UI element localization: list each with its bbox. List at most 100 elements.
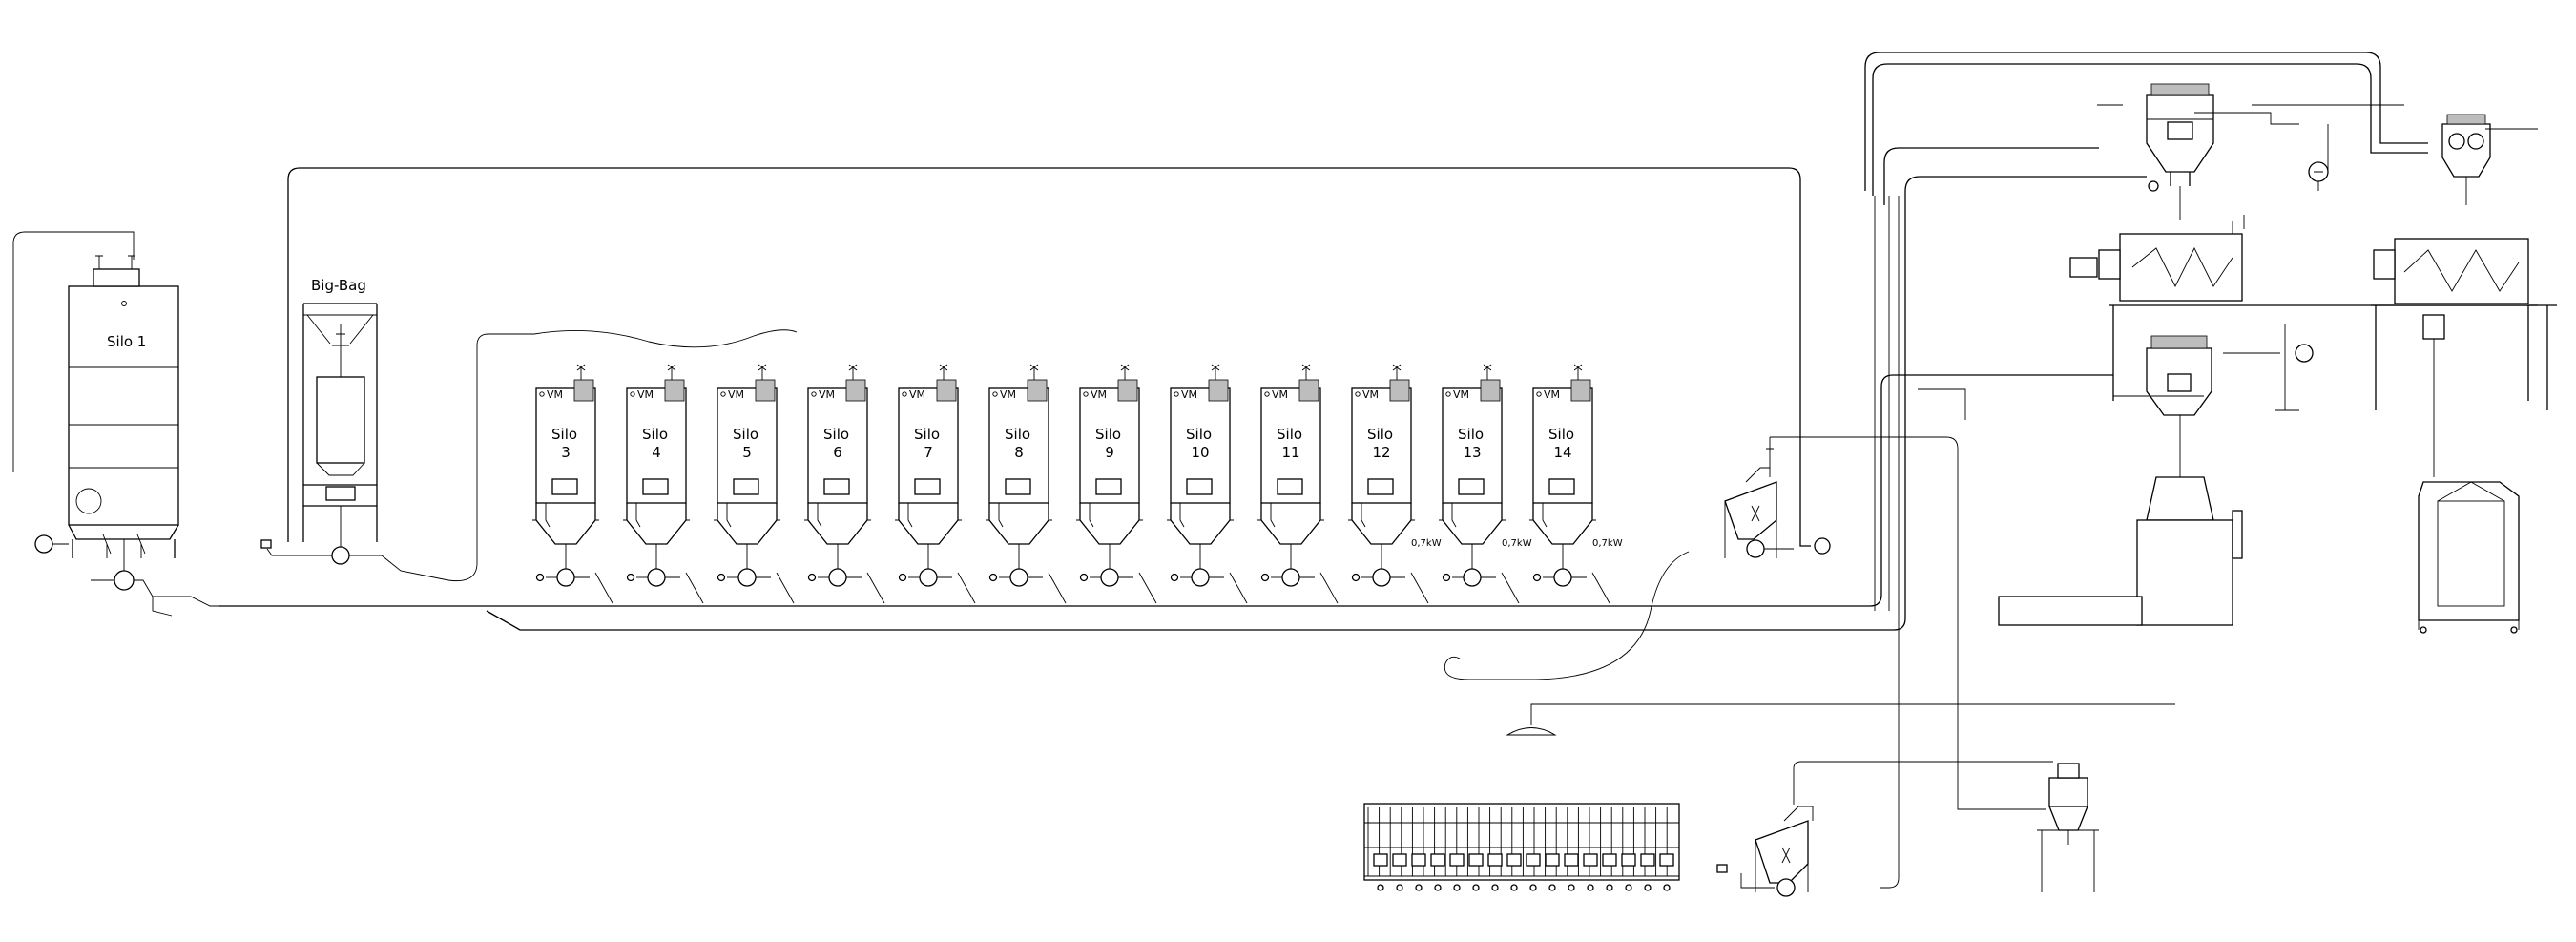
silo-tag-label: VM [1091, 388, 1107, 401]
silo-name-label: Silo [1277, 426, 1302, 443]
dosing-hopper-lower [1716, 806, 1814, 897]
silo-name-label: Silo [642, 426, 668, 443]
silo-tag-label: VM [909, 388, 925, 401]
silo-tag-label: VM [1362, 388, 1379, 401]
rack-wheel [1434, 884, 1442, 891]
rack-scale [1373, 853, 1388, 867]
silo-name-label: Silo [823, 426, 849, 443]
bigbag-frame-right [2418, 481, 2520, 634]
rack-wheel [1491, 884, 1499, 891]
rack-wheel [1548, 884, 1556, 891]
silo-number-label: 7 [924, 444, 933, 461]
silo-tag-label: VM [1000, 388, 1016, 401]
instruments-right [2275, 161, 2329, 411]
mixer-2 [2371, 238, 2557, 477]
rack-wheel [1396, 884, 1403, 891]
silo-tag-label: VM [819, 388, 835, 401]
rack-wheel [1453, 884, 1461, 891]
silo-name-label: Silo [551, 426, 577, 443]
silo-name-label: Silo [1548, 426, 1574, 443]
rack-wheel [1529, 884, 1537, 891]
silo-number-label: 5 [742, 444, 752, 461]
silo-name-label: Silo [733, 426, 758, 443]
rack-wheel [1415, 884, 1423, 891]
silo-name-label: Silo [1186, 426, 1212, 443]
filter-receiver-3 [2146, 335, 2212, 468]
small-cyclone [2037, 763, 2099, 892]
rack-wheel [1625, 884, 1632, 891]
rack-wheel [1644, 884, 1652, 891]
silo-tag-label: VM [547, 388, 563, 401]
silo-number-label: 6 [833, 444, 842, 461]
silo-motor-label: 0,7kW [1411, 538, 1442, 549]
big-bag-label: Big-Bag [311, 277, 366, 294]
silo-name-label: Silo [1367, 426, 1393, 443]
rack-scale [1449, 853, 1465, 867]
silo-number-label: 8 [1014, 444, 1024, 461]
rack-scale [1506, 853, 1522, 867]
dosing-hopper-upper [1724, 437, 1831, 558]
big-bag-station: Big-Bag [260, 277, 449, 581]
silo-row: VMSilo3VMSilo4VMSilo5VMSilo6VMSilo7VMSil… [532, 364, 1623, 604]
silo-number-label: 9 [1105, 444, 1114, 461]
silo-motor-label: 0,7kW [1502, 538, 1532, 549]
rack-scale [1659, 853, 1674, 867]
rack-scale [1640, 853, 1655, 867]
silo-number-label: 14 [1553, 444, 1571, 461]
mixer-1 [2069, 215, 2538, 401]
discharge-station [1998, 468, 2243, 626]
pipelines [12, 52, 2538, 889]
silo-1-label: Silo 1 [107, 333, 146, 350]
rack-scale [1602, 853, 1617, 867]
filter-receiver-1 [2146, 83, 2214, 220]
silo-number-label: 4 [652, 444, 661, 461]
silo-number-label: 13 [1463, 444, 1481, 461]
rack-wheel [1587, 884, 1594, 891]
rack-scale [1583, 853, 1598, 867]
silo-number-label: 12 [1372, 444, 1390, 461]
weighing-rack [1363, 803, 1680, 891]
silo-tag-label: VM [1272, 388, 1288, 401]
rack-scale [1545, 853, 1560, 867]
rack-scale [1430, 853, 1445, 867]
rack-wheel [1472, 884, 1480, 891]
silo-tag-label: VM [1544, 388, 1560, 401]
silo-name-label: Silo [1005, 426, 1030, 443]
rack-wheel [1568, 884, 1575, 891]
silo-tag-label: VM [637, 388, 654, 401]
silo-tag-label: VM [728, 388, 744, 401]
rack-scale [1487, 853, 1503, 867]
filter-receiver-2 [2441, 114, 2491, 205]
silo-tag-label: VM [1181, 388, 1197, 401]
rack-wheel [1663, 884, 1671, 891]
rack-scale [1564, 853, 1579, 867]
silo-tag-label: VM [1453, 388, 1469, 401]
silo-1: Silo 1 [34, 255, 219, 617]
rack-scale [1411, 853, 1426, 867]
silo-number-label: 10 [1191, 444, 1209, 461]
silo-number-label: 3 [561, 444, 571, 461]
rack-wheel [1606, 884, 1613, 891]
rack-scale [1526, 853, 1541, 867]
rack-scale [1392, 853, 1407, 867]
silo-motor-label: 0,7kW [1592, 538, 1623, 549]
silo-name-label: Silo [1458, 426, 1484, 443]
silo-number-label: 11 [1281, 444, 1299, 461]
rack-scale [1621, 853, 1636, 867]
rack-wheel [1377, 884, 1384, 891]
rack-wheel [1510, 884, 1518, 891]
silo-name-label: Silo [914, 426, 940, 443]
silo-name-label: Silo [1095, 426, 1121, 443]
